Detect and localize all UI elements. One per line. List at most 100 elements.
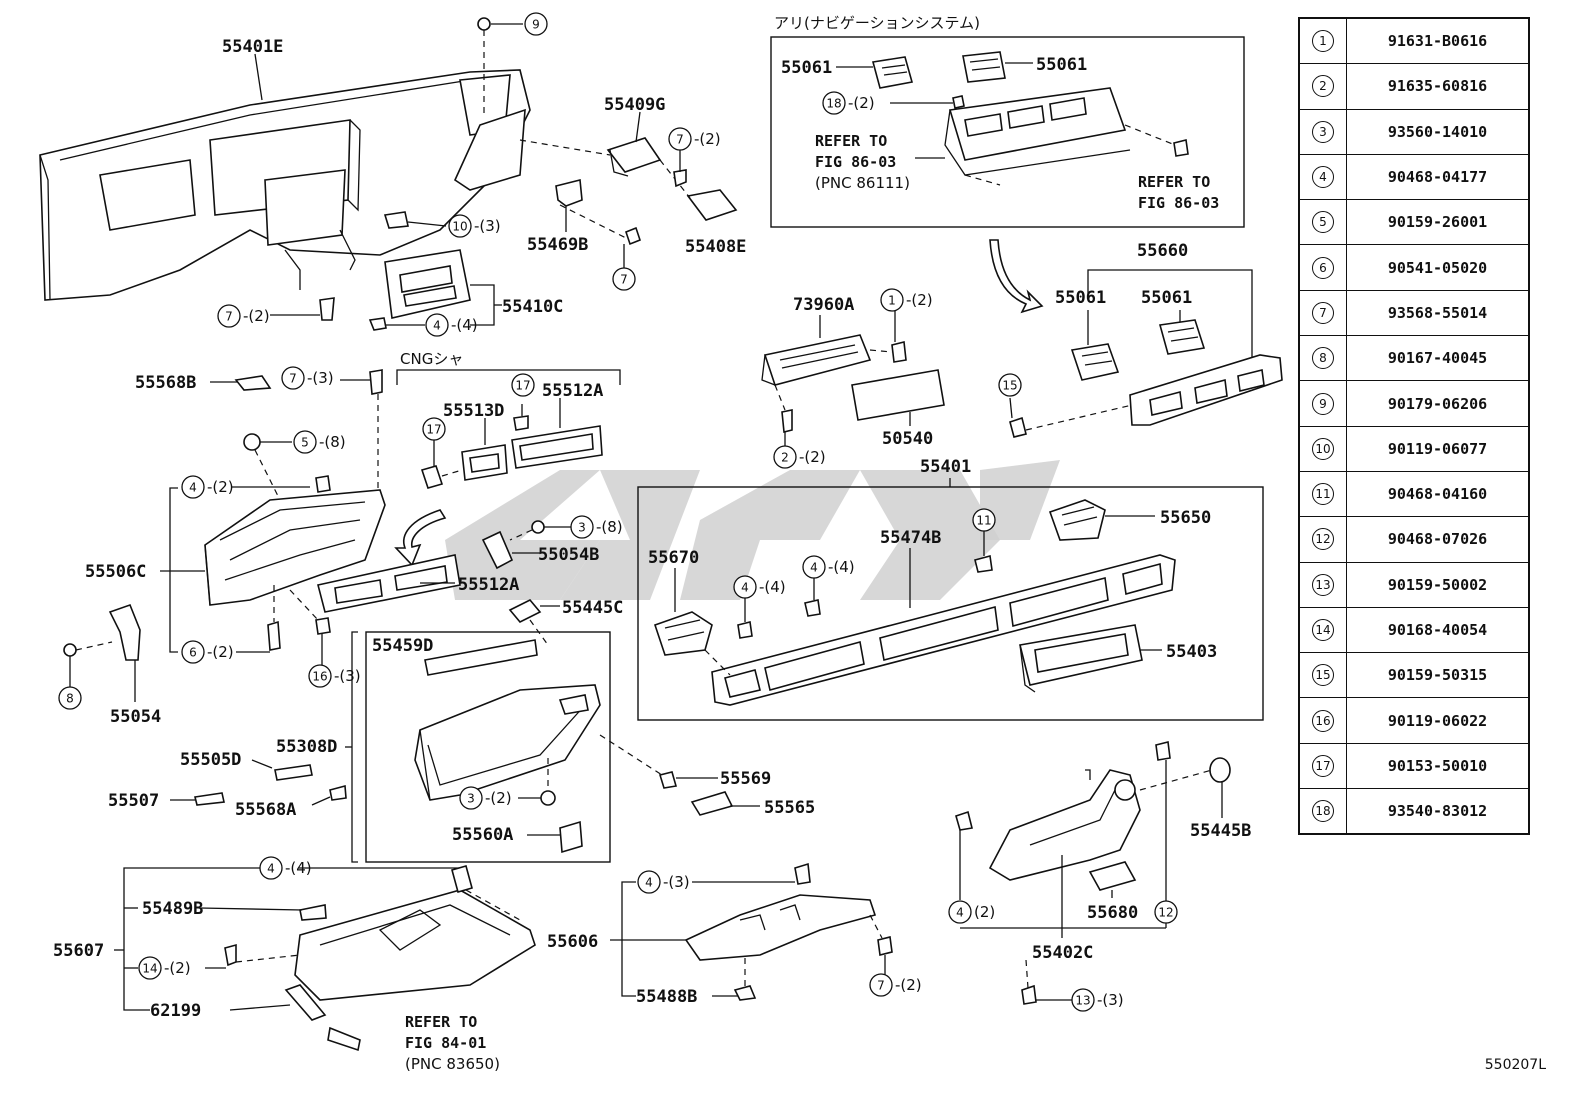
callout-circle <box>425 313 449 337</box>
nav-title: アリ(ナビゲーションシステム) <box>774 14 980 32</box>
label-55054: 55054 <box>110 707 161 727</box>
callout-circle <box>822 91 846 115</box>
callout-c7e: 7-(2) <box>869 973 922 997</box>
callout-c17b: 17 <box>422 417 446 441</box>
label-55469B: 55469B <box>527 235 588 255</box>
label-55670: 55670 <box>648 548 699 568</box>
bracket-55560A <box>559 820 583 854</box>
screw-1 <box>891 341 907 363</box>
light-62199 <box>284 984 361 1052</box>
parts-table-part-number: 90167-40045 <box>1346 335 1530 382</box>
leader-55401E <box>254 53 263 101</box>
pad-55680 <box>1088 861 1137 891</box>
bracket-55469B <box>555 178 583 207</box>
callout-number: 17 <box>515 379 530 393</box>
callout-c4f: 4-(4) <box>802 555 855 579</box>
callout-c14: 14-(2) <box>138 956 191 980</box>
callout-number: 5 <box>301 436 309 450</box>
label-55061-b: 55061 <box>1036 55 1087 75</box>
label-55402C: 55402C <box>1032 943 1093 963</box>
reinforcement-55606 <box>684 862 877 961</box>
parts-table-part-number: 90468-04160 <box>1346 470 1530 518</box>
callout-qty: -(8) <box>596 518 623 536</box>
label-55512A-upper: 55512A <box>542 381 603 401</box>
index-circle: 3 <box>1312 120 1334 143</box>
callout-qty: -(2) <box>207 478 234 496</box>
cover-50540 <box>851 369 945 421</box>
index-circle: 9 <box>1312 392 1334 415</box>
arrow-curve <box>989 239 1044 314</box>
callout-number: 4 <box>956 906 964 920</box>
clip-12 <box>1155 741 1171 761</box>
callout-qty: -(2) <box>243 307 270 325</box>
callout-c4e: 4-(4) <box>733 575 786 599</box>
callout-number: 15 <box>1002 379 1017 393</box>
cover-55512A-upper <box>511 425 603 469</box>
callout-circle <box>570 515 594 539</box>
callout-c4a: 4-(4) <box>425 313 478 337</box>
label-55565: 55565 <box>764 798 815 818</box>
callout-circle <box>948 900 972 924</box>
callout-qty: -(2) <box>906 291 933 309</box>
bracket-55660 <box>1087 269 1253 360</box>
parts-table-row: 8 90167-40045 <box>1298 335 1530 382</box>
parts-table-index: 6 <box>1298 244 1347 291</box>
callout-number: 6 <box>189 646 197 660</box>
parts-table-index: 16 <box>1298 697 1347 744</box>
callout-c4c: 4-(4) <box>259 856 312 880</box>
callout-c18: 18-(2) <box>822 91 875 115</box>
label-55512A-lower: 55512A <box>458 575 519 595</box>
callout-number: 8 <box>66 692 74 706</box>
callout-c13: 13 -(3) <box>1071 988 1124 1012</box>
nut-6 <box>267 620 281 651</box>
callout-c1: 1-(2) <box>880 288 933 312</box>
clip-4b <box>315 475 331 493</box>
callout-number: 4 <box>433 319 441 333</box>
vent-55670 <box>653 611 713 656</box>
parts-table-index: 10 <box>1298 425 1347 472</box>
cng-bracket <box>396 369 621 385</box>
label-55401: 55401 <box>920 457 971 477</box>
callout-qty: -(3) <box>663 873 690 891</box>
callout-number: 13 <box>1075 994 1090 1008</box>
index-circle: 8 <box>1312 347 1334 370</box>
bracket-55445C <box>508 599 542 623</box>
cluster-bezel-55474B <box>711 554 1176 706</box>
index-circle: 16 <box>1312 709 1334 732</box>
callout-circle <box>181 475 205 499</box>
parts-table-index: 12 <box>1298 516 1347 563</box>
callout-number: 4 <box>267 862 275 876</box>
screw-16 <box>315 617 331 635</box>
label-55560A: 55560A <box>452 825 513 845</box>
callout-c8: 8 <box>58 686 82 710</box>
callout-c7b: 7 <box>612 267 636 291</box>
callout-circle <box>459 786 483 810</box>
clip-4g <box>955 810 973 831</box>
index-circle: 10 <box>1312 437 1334 460</box>
index-circle: 13 <box>1312 573 1334 596</box>
callout-qty: -(4) <box>759 578 786 596</box>
callout-circle <box>869 973 893 997</box>
parts-table-index: 17 <box>1298 742 1347 790</box>
screw-7e <box>877 936 893 956</box>
panel-55403 <box>1019 624 1143 693</box>
callout-circle <box>1071 988 1095 1012</box>
label-55680: 55680 <box>1087 903 1138 923</box>
callout-qty: -(2) <box>694 130 721 148</box>
callout-number: 3 <box>467 792 475 806</box>
callout-circle <box>972 508 996 532</box>
callout-c10: 10-(3) <box>448 214 501 238</box>
screw-17b <box>513 415 529 431</box>
index-circle: 6 <box>1312 256 1334 279</box>
refer-86-03-b-line2: FIG 86-03 <box>1138 194 1219 212</box>
clip-55569 <box>658 771 678 789</box>
index-circle: 12 <box>1312 528 1334 551</box>
index-circle: 14 <box>1312 619 1334 641</box>
callout-qty: -(3) <box>1097 991 1124 1009</box>
label-55660: 55660 <box>1137 241 1188 261</box>
callout-number: 16 <box>312 670 327 684</box>
